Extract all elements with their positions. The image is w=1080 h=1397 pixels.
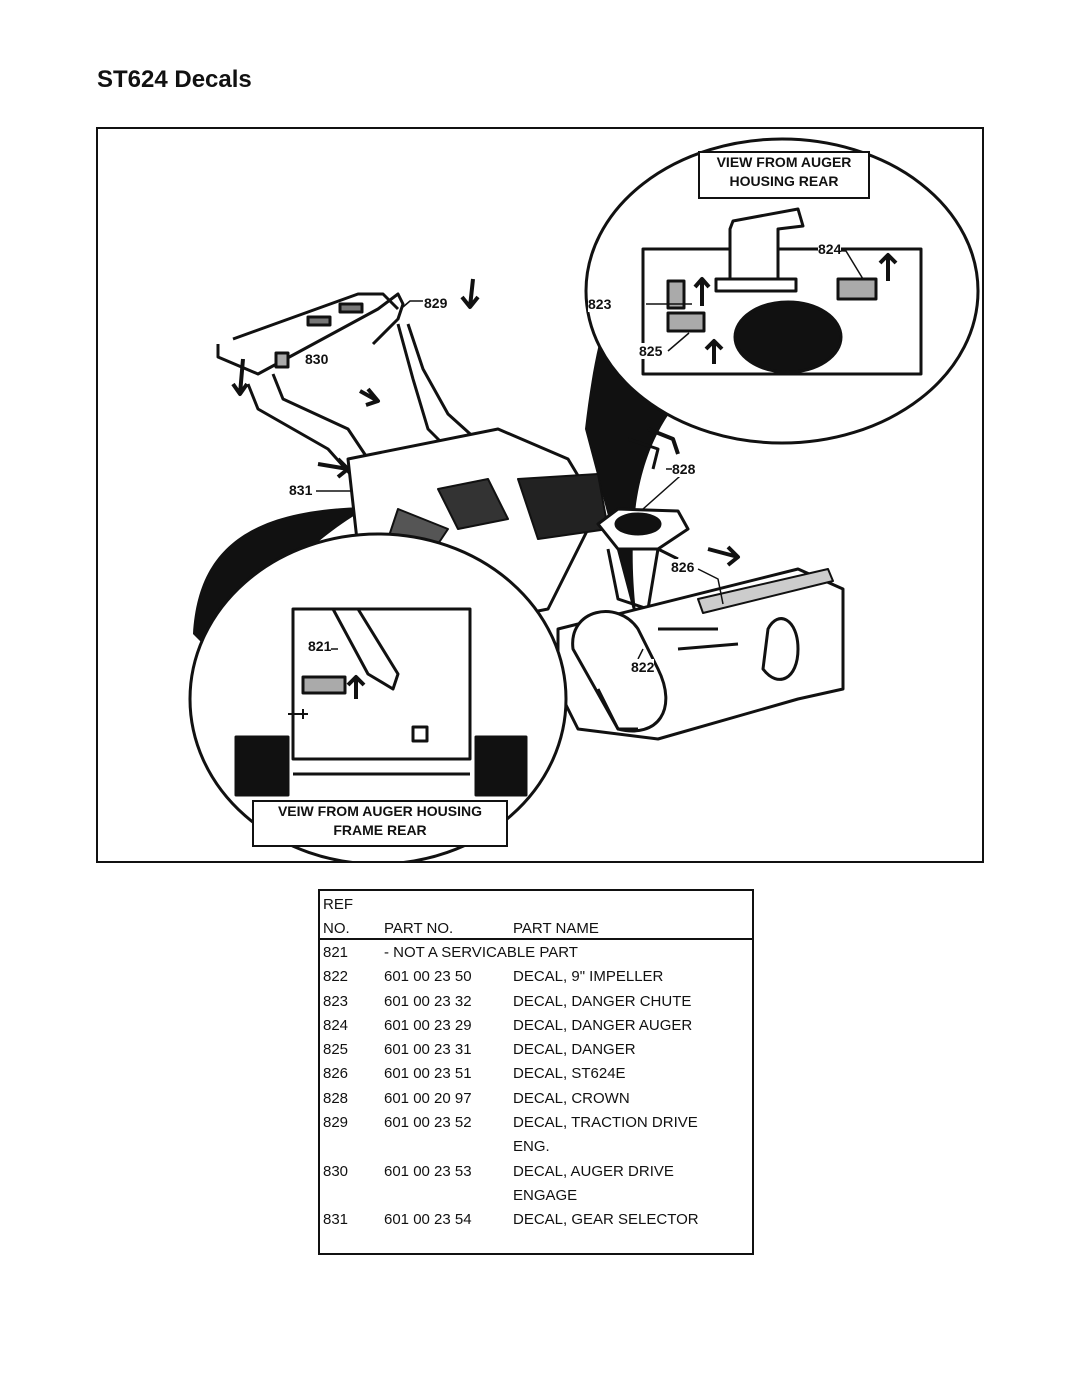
ref-label-830: 830 bbox=[305, 351, 329, 367]
table-row: ENGAGE bbox=[320, 1184, 752, 1208]
table-row: 823 601 00 23 32 DECAL, DANGER CHUTE bbox=[320, 990, 752, 1014]
cell-part-name: DECAL, GEAR SELECTOR bbox=[513, 1211, 699, 1229]
cell-ref: 829 bbox=[323, 1114, 349, 1132]
view-label-auger-housing-frame-rear: VEIW FROM AUGER HOUSING FRAME REAR bbox=[252, 800, 508, 847]
cell-part-name: ENG. bbox=[513, 1138, 550, 1156]
auger-housing bbox=[556, 567, 845, 741]
cell-part-name: DECAL, CROWN bbox=[513, 1089, 630, 1107]
header-no: NO. bbox=[323, 920, 350, 937]
decal-821 bbox=[301, 675, 347, 695]
table-row: 830 601 00 23 53 DECAL, AUGER DRIVE bbox=[320, 1160, 752, 1184]
ref-label-829: 829 bbox=[424, 295, 448, 311]
cell-part-name: DECAL, ST624E bbox=[513, 1065, 626, 1083]
cell-part-name: ENGAGE bbox=[513, 1186, 578, 1204]
table-header: REF NO. PART NO. PART NAME bbox=[320, 891, 752, 940]
header-part-name: PART NAME bbox=[513, 920, 599, 937]
cell-part-no: 601 00 20 97 bbox=[384, 1089, 472, 1107]
ref-label-825: 825 bbox=[639, 343, 663, 359]
table-row: ENG. bbox=[320, 1135, 752, 1159]
view-label-line2: FRAME REAR bbox=[333, 822, 427, 838]
cell-part-name: DECAL, 9" IMPELLER bbox=[513, 968, 664, 986]
header-part-no: PART NO. bbox=[384, 920, 454, 937]
decal-825 bbox=[666, 311, 706, 333]
cell-part-no: 601 00 23 31 bbox=[384, 1041, 472, 1059]
cell-part-no: - NOT A SERVICABLE PART bbox=[384, 944, 578, 961]
ref-label-831: 831 bbox=[289, 482, 313, 498]
auger-housing-frame-rear-view bbox=[234, 607, 528, 797]
decal-diagram: VIEW FROM AUGER HOUSING REAR VEIW FROM A… bbox=[96, 127, 984, 863]
decal-823 bbox=[666, 279, 686, 310]
cell-part-name: DECAL, DANGER bbox=[513, 1041, 636, 1059]
cell-ref: 823 bbox=[323, 992, 349, 1010]
table-row: 822 601 00 23 50 DECAL, 9" IMPELLER bbox=[320, 965, 752, 989]
decal-824 bbox=[836, 277, 878, 301]
cell-part-no: 601 00 23 53 bbox=[384, 1162, 472, 1180]
ref-label-826: 826 bbox=[671, 559, 695, 575]
ref-label-824: 824 bbox=[818, 241, 842, 257]
parts-table: REF NO. PART NO. PART NAME 821 - NOT A SE… bbox=[318, 889, 754, 1255]
table-row: 828 601 00 20 97 DECAL, CROWN bbox=[320, 1087, 752, 1111]
snowblower-illustration bbox=[188, 137, 980, 861]
cell-part-name: DECAL, DANGER CHUTE bbox=[513, 992, 692, 1010]
ref-label-821: 821 bbox=[308, 638, 332, 654]
cell-ref: 830 bbox=[323, 1162, 349, 1180]
view-label-line1: VIEW FROM AUGER bbox=[716, 154, 852, 170]
cell-ref: 824 bbox=[323, 1016, 349, 1034]
cell-part-no: 601 00 23 51 bbox=[384, 1065, 472, 1083]
cell-part-name: DECAL, DANGER AUGER bbox=[513, 1016, 693, 1034]
cell-ref: 831 bbox=[323, 1211, 349, 1229]
cell-ref: 822 bbox=[323, 968, 349, 986]
ref-label-828: 828 bbox=[672, 461, 696, 477]
discharge-chute bbox=[596, 427, 740, 611]
cell-ref: 825 bbox=[323, 1041, 349, 1059]
cell-part-name: DECAL, TRACTION DRIVE bbox=[513, 1114, 698, 1132]
page-title: ST624 Decals bbox=[97, 66, 252, 93]
ref-label-823: 823 bbox=[588, 296, 612, 312]
auger-housing-rear-view bbox=[641, 207, 923, 376]
table-row: 829 601 00 23 52 DECAL, TRACTION DRIVE bbox=[320, 1111, 752, 1135]
cell-ref: 821 bbox=[323, 944, 349, 961]
table-row: 826 601 00 23 51 DECAL, ST624E bbox=[320, 1062, 752, 1086]
view-label-line1: VEIW FROM AUGER HOUSING bbox=[277, 803, 483, 819]
cell-part-no: 601 00 23 52 bbox=[384, 1114, 472, 1132]
cell-part-name: DECAL, AUGER DRIVE bbox=[513, 1162, 674, 1180]
view-label-line2: HOUSING REAR bbox=[729, 173, 839, 189]
table-row: 821 - NOT A SERVICABLE PART bbox=[320, 941, 752, 965]
ref-label-822: 822 bbox=[631, 659, 655, 675]
table-row: 831 601 00 23 54 DECAL, GEAR SELECTOR bbox=[320, 1208, 752, 1232]
view-label-auger-housing-rear: VIEW FROM AUGER HOUSING REAR bbox=[698, 151, 870, 199]
table-row: 825 601 00 23 31 DECAL, DANGER bbox=[320, 1038, 752, 1062]
cell-ref: 828 bbox=[323, 1089, 349, 1107]
cell-part-no: 601 00 23 50 bbox=[384, 968, 472, 986]
cell-part-no: 601 00 23 54 bbox=[384, 1211, 472, 1229]
cell-ref: 826 bbox=[323, 1065, 349, 1083]
table-row: 824 601 00 23 29 DECAL, DANGER AUGER bbox=[320, 1014, 752, 1038]
cell-part-no: 601 00 23 32 bbox=[384, 992, 472, 1010]
header-ref: REF bbox=[323, 896, 353, 913]
cell-part-no: 601 00 23 29 bbox=[384, 1016, 472, 1034]
table-body: 821 - NOT A SERVICABLE PART 822 601 00 23 … bbox=[320, 941, 752, 1233]
